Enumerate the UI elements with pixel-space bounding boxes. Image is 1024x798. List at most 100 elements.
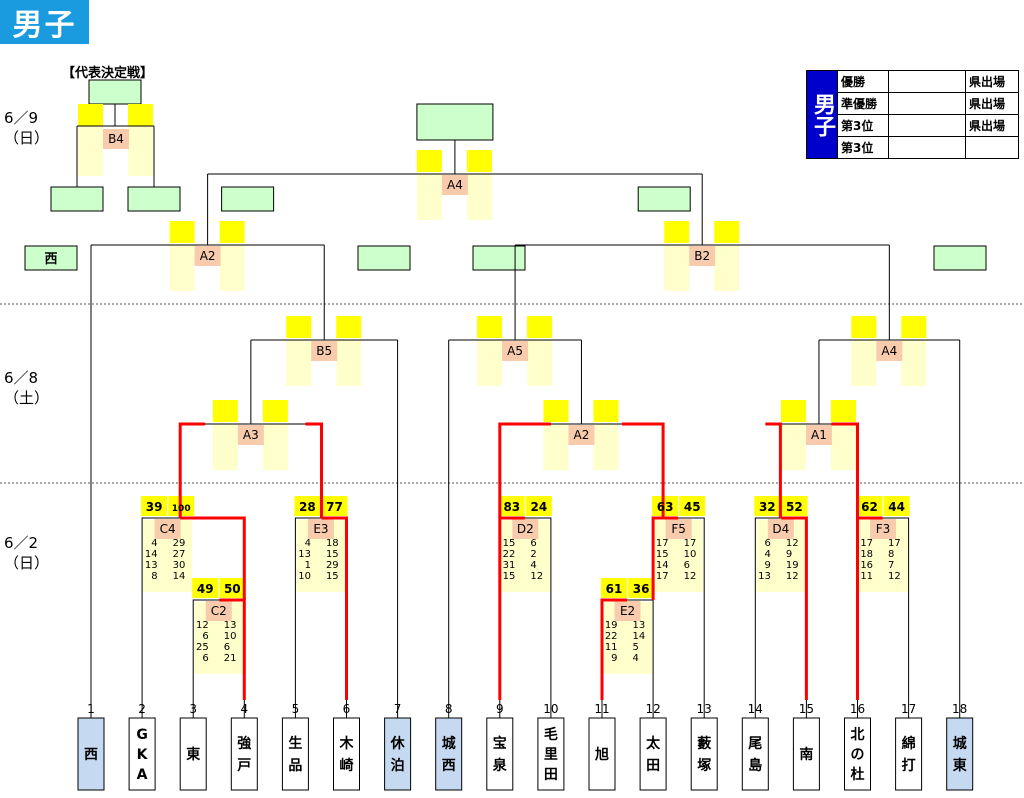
team-name-char: 藪 bbox=[697, 735, 711, 752]
team-name-char: 東 bbox=[953, 757, 967, 774]
set-score: 9 bbox=[611, 653, 617, 664]
team-name-char: 泊 bbox=[391, 757, 405, 774]
set-score: 13 bbox=[145, 560, 158, 571]
team-number: 9 bbox=[496, 702, 504, 716]
score-tab bbox=[525, 496, 552, 516]
seed-label: 西 bbox=[44, 252, 57, 267]
match-fill bbox=[219, 245, 245, 291]
team-number: 8 bbox=[445, 702, 453, 716]
team-number: 16 bbox=[850, 702, 865, 716]
team-name-char: 毛 bbox=[544, 726, 558, 743]
match-code: A3 bbox=[243, 428, 259, 442]
team-name-char: 里 bbox=[544, 747, 558, 763]
match-fill bbox=[527, 340, 553, 386]
team-name-char: 強 bbox=[237, 735, 251, 752]
match-code: A5 bbox=[507, 344, 523, 358]
match-fill bbox=[901, 340, 927, 386]
score-tab bbox=[851, 316, 877, 338]
third-box bbox=[933, 245, 987, 271]
team-number: 1 bbox=[87, 702, 95, 716]
set-score: 15 bbox=[326, 571, 339, 582]
set-score: 11 bbox=[605, 642, 618, 653]
score-tab bbox=[593, 400, 619, 422]
match-code: A2 bbox=[200, 249, 216, 263]
set-score: 31 bbox=[503, 560, 516, 571]
team-name-char: 北 bbox=[851, 727, 865, 743]
score-tab bbox=[543, 400, 569, 422]
team-number: 10 bbox=[543, 702, 558, 716]
set-score: 6 bbox=[224, 642, 230, 653]
match-fill bbox=[714, 245, 740, 291]
date-day1: 6／9（日） bbox=[4, 109, 50, 147]
rank-cell: 第3位 bbox=[837, 114, 889, 137]
team-number: 17 bbox=[901, 702, 916, 716]
set-score: 4 bbox=[305, 538, 311, 549]
set-score: 11 bbox=[860, 571, 873, 582]
score-right: 44 bbox=[888, 500, 905, 514]
match-code-box bbox=[767, 519, 794, 539]
set-score: 12 bbox=[888, 571, 901, 582]
score-tab bbox=[78, 104, 103, 126]
score-right: 24 bbox=[531, 500, 548, 514]
score-right: 52 bbox=[786, 500, 803, 514]
team-number: 11 bbox=[594, 702, 609, 716]
team-box bbox=[486, 717, 514, 791]
score-tab bbox=[141, 496, 168, 516]
match-fill bbox=[262, 424, 288, 470]
match-code-box bbox=[194, 246, 221, 266]
set-score: 25 bbox=[196, 642, 209, 653]
score-left: 49 bbox=[197, 582, 214, 596]
set-score: 14 bbox=[633, 631, 646, 642]
winner-line bbox=[305, 422, 323, 518]
team-number: 3 bbox=[189, 702, 197, 716]
team-number: 7 bbox=[394, 702, 402, 716]
match-code: E3 bbox=[313, 522, 328, 536]
match-code-box bbox=[512, 519, 539, 539]
match-fill bbox=[128, 126, 153, 176]
set-score: 10 bbox=[684, 549, 697, 560]
set-score: 5 bbox=[633, 642, 639, 653]
set-score: 9 bbox=[786, 549, 792, 560]
score-tab bbox=[754, 496, 781, 516]
team-name-char: 休 bbox=[390, 735, 406, 752]
team-number: 6 bbox=[343, 702, 351, 716]
page-title: 男子 bbox=[0, 0, 89, 44]
rep-team-box bbox=[127, 186, 181, 212]
text-layer: 1西2GKA3東4強戸5生品6木崎7休泊8城西9宝泉10毛里田11旭12太田13… bbox=[44, 132, 967, 783]
match-code-box bbox=[103, 129, 129, 149]
team-box bbox=[690, 717, 718, 791]
result-cell bbox=[965, 136, 1019, 159]
match-code: A1 bbox=[811, 428, 827, 442]
set-score: 6 bbox=[764, 538, 770, 549]
set-score: 18 bbox=[860, 549, 873, 560]
team-number: 4 bbox=[240, 702, 248, 716]
score-tab bbox=[628, 578, 655, 598]
team-name-char: K bbox=[137, 747, 149, 763]
set-score: 19 bbox=[786, 560, 799, 571]
match-fill bbox=[477, 340, 503, 386]
set-score: 4 bbox=[151, 538, 157, 549]
team-name-char: 綿 bbox=[902, 735, 916, 752]
team-number: 12 bbox=[645, 702, 660, 716]
winner-line bbox=[180, 516, 246, 600]
team-name-char: 城 bbox=[953, 735, 967, 752]
team-box bbox=[946, 717, 974, 791]
winner-cell bbox=[888, 92, 966, 115]
set-score: 13 bbox=[224, 620, 237, 631]
score-tab bbox=[321, 496, 348, 516]
team-name-char: 太 bbox=[646, 735, 661, 752]
set-score: 6 bbox=[202, 653, 208, 664]
set-score: 7 bbox=[888, 560, 894, 571]
rep-decision-label: 【代表決定戦】 bbox=[62, 66, 154, 81]
score-right: 77 bbox=[326, 500, 343, 514]
score-tab bbox=[192, 578, 219, 598]
team-box bbox=[384, 717, 412, 791]
team-name-char: A bbox=[137, 767, 148, 783]
match-fill bbox=[78, 126, 103, 176]
set-score: 6 bbox=[684, 560, 690, 571]
set-score: 1 bbox=[305, 560, 311, 571]
date-day3: 6／2（日） bbox=[4, 534, 50, 572]
team-box bbox=[128, 717, 156, 791]
match-code-box bbox=[307, 519, 334, 539]
score-tab bbox=[601, 578, 627, 598]
